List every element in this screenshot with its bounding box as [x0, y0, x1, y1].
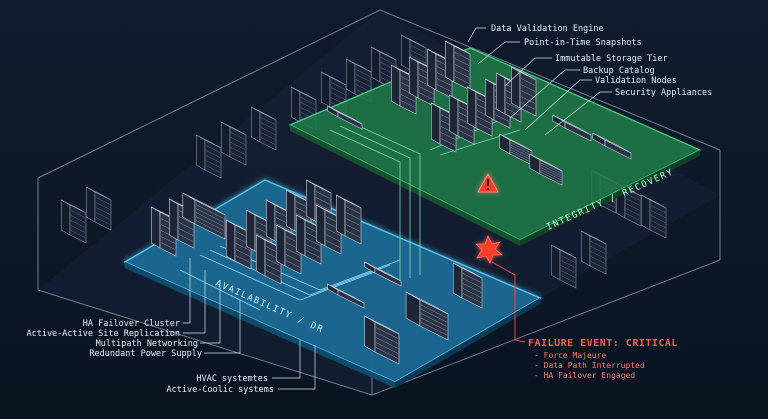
callout-immutable-storage-tier: Immutable Storage Tier [555, 54, 668, 64]
callout-backup-catalog: Backup Catalog [583, 66, 655, 76]
failure-item-data-path-interrupted: - Data Path Interrupted [534, 361, 645, 370]
power-supply-unit [364, 315, 400, 365]
callout-hvac-systems: HVAC systemtes [196, 374, 268, 384]
availability-zone-edge-right [395, 298, 540, 388]
warning-icon [477, 173, 499, 193]
break-burst-icon [475, 235, 503, 264]
background-rack [60, 199, 87, 244]
callout-active-cooling-systems: Active-Coolic systems [167, 385, 274, 395]
background-rack [345, 58, 372, 103]
equipment-racks [151, 40, 632, 365]
availability-zone-edge [125, 262, 395, 388]
callout-redundant-power-supply: Redundant Power Supply [89, 349, 202, 359]
failure-event-title: FAILURE EVENT: CRITICAL [528, 338, 678, 349]
failover-node [452, 262, 483, 309]
callout-security-appliances: Security Appliances [615, 88, 712, 98]
background-rack [86, 186, 112, 231]
right-callout-leaders [467, 27, 612, 136]
server-rack [444, 40, 471, 91]
recovery-zone-edge-right [520, 150, 700, 246]
failure-item-ha-failover-engaged: - HA Failover Engaged [534, 371, 635, 380]
background-rack [550, 244, 577, 289]
network-switch [364, 261, 402, 287]
callout-data-validation-engine: Data Validation Engine [491, 24, 604, 34]
hvac-unit [182, 192, 226, 240]
background-rack [640, 194, 667, 239]
storage-appliance [529, 153, 563, 186]
cooling-unit [405, 291, 449, 341]
background-rack [251, 106, 277, 151]
callout-multipath-networking: Multipath Networking [96, 339, 198, 349]
background-rack [196, 134, 222, 179]
network-switch [327, 283, 365, 309]
network-switch [327, 105, 363, 130]
callout-validation-nodes: Validation Nodes [595, 76, 677, 86]
callout-ha-failover-cluster: HA Failover Cluster [83, 319, 180, 329]
failure-item-force-majeure: - Force Majeure [534, 351, 606, 360]
security-appliance [552, 114, 592, 142]
callout-point-in-time-snapshots: Point-in-Time Snapshots [524, 38, 642, 48]
left-callout-leaders [183, 258, 316, 390]
server-rack [510, 66, 537, 117]
security-appliance [592, 132, 632, 160]
background-rack [580, 230, 607, 275]
recovery-zone-edge [290, 125, 520, 246]
background-rack [221, 121, 247, 166]
server-rack [335, 194, 362, 245]
callout-active-active-replication: Active-Active Site Replication [26, 329, 180, 339]
